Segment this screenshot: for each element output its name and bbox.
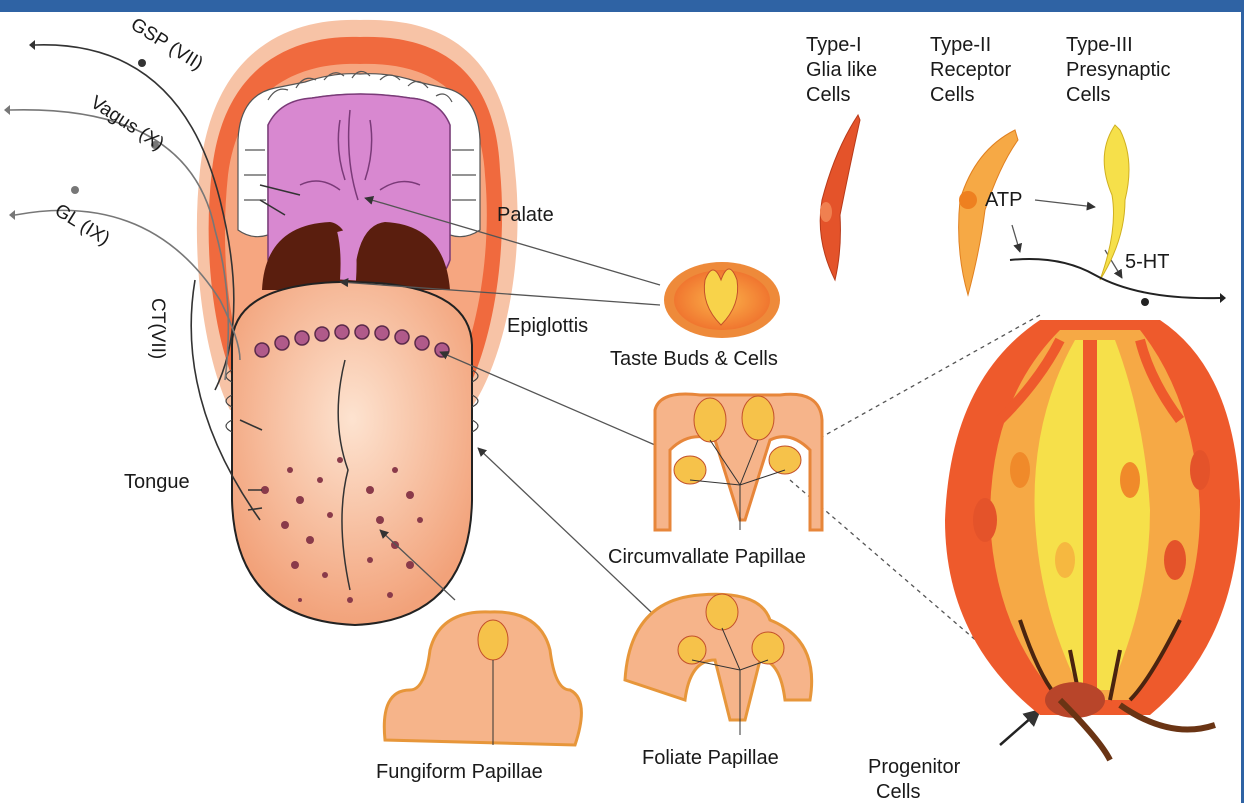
label-taste-buds: Taste Buds & Cells — [610, 347, 778, 371]
label-foliate: Foliate Papillae — [642, 746, 779, 770]
cell-type-iii-heading: Type-III Presynaptic Cells — [1066, 33, 1171, 108]
fungiform-papilla-art — [384, 612, 581, 745]
type-ii-cell — [959, 130, 1018, 295]
type-i-cell — [820, 115, 860, 280]
label-ct: CT(VII) — [146, 298, 168, 359]
cell-type-line: Type-II — [930, 33, 1011, 58]
taste-bud-large — [945, 320, 1240, 760]
cell-type-i-heading: Type-I Glia like Cells — [806, 33, 877, 108]
label-progenitor-line2: Cells — [876, 780, 920, 804]
cell-type-line: Cells — [930, 83, 1011, 108]
cell-type-line: Cells — [806, 83, 877, 108]
circumvallate-papilla-art — [655, 394, 822, 530]
label-palate: Palate — [497, 203, 554, 227]
foliate-papilla-art — [625, 594, 812, 735]
tongue — [232, 282, 472, 625]
cell-type-line: Glia like — [806, 58, 877, 83]
label-circumvallate: Circumvallate Papillae — [608, 545, 806, 569]
afferent-fiber — [1010, 259, 1220, 298]
label-atp: ATP — [985, 188, 1022, 212]
cell-type-ii-heading: Type-II Receptor Cells — [930, 33, 1011, 108]
cell-type-line: Presynaptic — [1066, 58, 1171, 83]
label-epiglottis: Epiglottis — [507, 314, 588, 338]
cell-type-line: Type-I — [806, 33, 877, 58]
label-progenitor-line1: Progenitor — [868, 755, 960, 779]
frame-top-bar — [0, 0, 1244, 12]
taste-bud-small — [664, 262, 780, 338]
cell-type-line: Type-III — [1066, 33, 1171, 58]
cell-type-line: Receptor — [930, 58, 1011, 83]
cell-type-line: Cells — [1066, 83, 1171, 108]
label-tongue: Tongue — [124, 470, 190, 494]
label-5ht: 5-HT — [1125, 250, 1169, 274]
label-fungiform: Fungiform Papillae — [376, 760, 543, 784]
